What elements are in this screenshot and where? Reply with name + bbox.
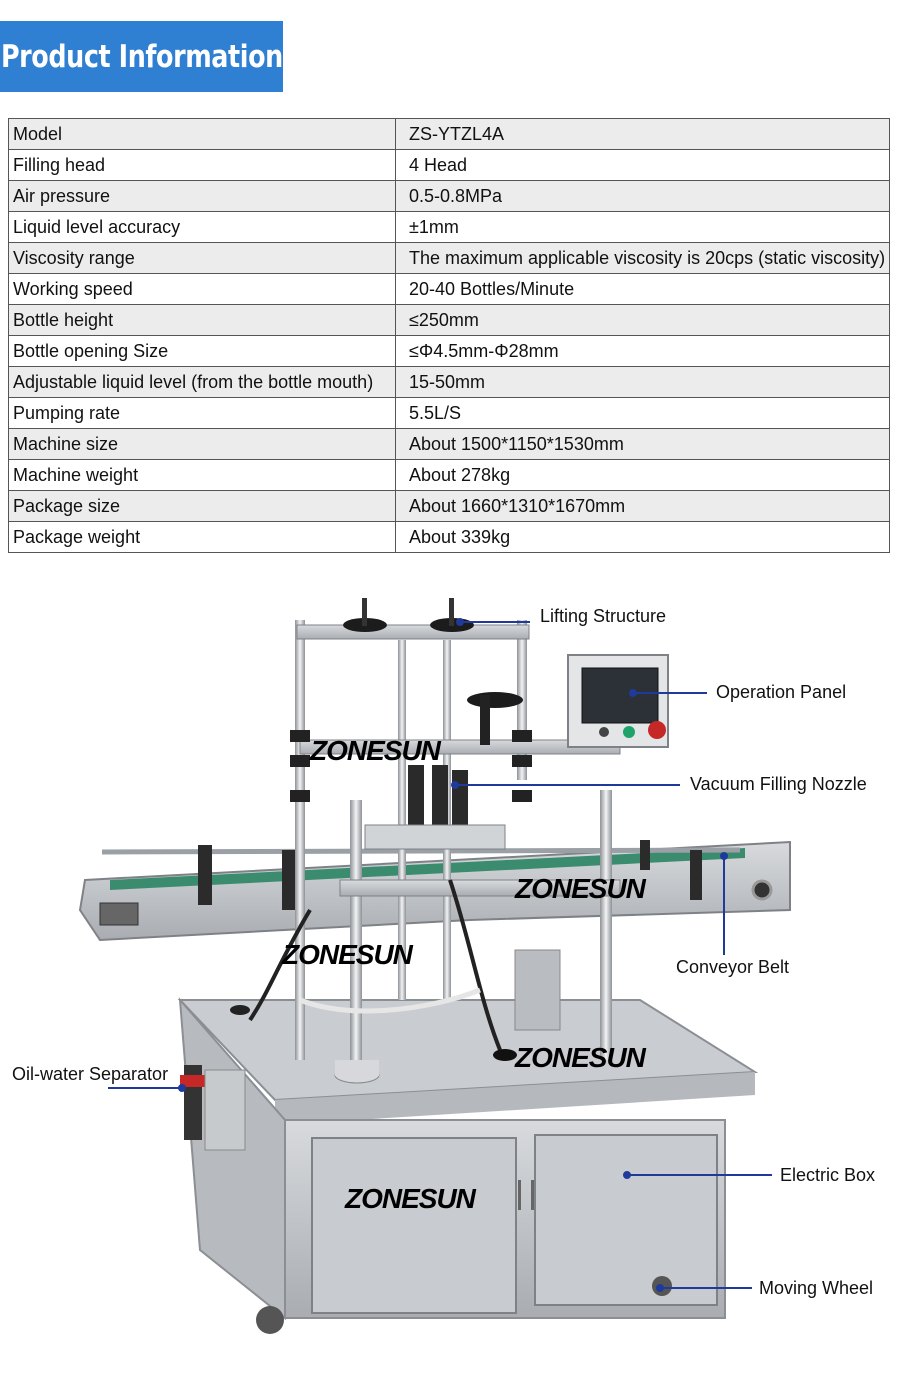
spec-value: ≤250mm: [395, 304, 890, 336]
watermark-1: ZONESUN: [309, 735, 442, 766]
top-plate: [296, 624, 530, 640]
spec-label: Air pressure: [8, 180, 396, 212]
callout-conveyor-belt: Conveyor Belt: [676, 957, 790, 977]
spec-label: Machine weight: [8, 459, 396, 491]
spec-value: About 1660*1310*1670mm: [395, 490, 890, 522]
section-banner: Product Information: [0, 21, 283, 92]
spec-value: 0.5-0.8MPa: [395, 180, 890, 212]
rod-1: [295, 620, 305, 1060]
spec-value: 4 Head: [395, 149, 890, 181]
spec-label: Adjustable liquid level (from the bottle…: [8, 366, 396, 398]
spec-label: Package weight: [8, 521, 396, 553]
panel-screen: [581, 667, 659, 724]
spec-value: ZS-YTZL4A: [395, 118, 890, 150]
callout-pointers: [108, 618, 772, 1292]
spec-value: The maximum applicable viscosity is 20cp…: [395, 242, 890, 274]
spec-value: About 278kg: [395, 459, 890, 491]
nozzle-2: [432, 765, 448, 835]
callout-oil-water-separator: Oil-water Separator: [12, 1064, 169, 1084]
spec-label: Filling head: [8, 149, 396, 181]
callout-moving-wheel: Moving Wheel: [759, 1278, 874, 1298]
spec-value: 20-40 Bottles/Minute: [395, 273, 890, 305]
watermark-5: ZONESUN: [344, 1183, 477, 1214]
watermark-3: ZONESUN: [281, 939, 414, 970]
spec-value: ≤Φ4.5mm-Φ28mm: [395, 335, 890, 367]
spec-row: Liquid level accuracy±1mm: [8, 211, 890, 243]
spec-label: Model: [8, 118, 396, 150]
spec-label: Package size: [8, 490, 396, 522]
wheel-left: [256, 1306, 284, 1334]
spec-label: Bottle height: [8, 304, 396, 336]
spec-label: Pumping rate: [8, 397, 396, 429]
callout-operation-panel: Operation Panel: [716, 682, 847, 702]
spec-value: 5.5L/S: [395, 397, 890, 429]
spec-label: Bottle opening Size: [8, 335, 396, 367]
callout-vacuum-filling-nozzle: Vacuum Filling Nozzle: [690, 774, 867, 794]
spec-value: About 1500*1150*1530mm: [395, 428, 890, 460]
machine-photo: ZONESUN ZONESUN ZONESUN ZONESUN ZONESUN: [78, 598, 791, 1334]
spec-label: Liquid level accuracy: [8, 211, 396, 243]
cabinet-door-right: [534, 1134, 718, 1306]
callout-electric-box: Electric Box: [780, 1165, 876, 1185]
spec-label: Viscosity range: [8, 242, 396, 274]
spec-label: Machine size: [8, 428, 396, 460]
spec-label: Working speed: [8, 273, 396, 305]
nozzle-1: [408, 765, 424, 835]
callout-lifting-structure: Lifting Structure: [540, 606, 667, 626]
spec-value: 15-50mm: [395, 366, 890, 398]
conveyor-belt: [110, 848, 745, 890]
spec-row: Bottle opening Size≤Φ4.5mm-Φ28mm: [8, 335, 890, 367]
section-title: Product Information: [0, 38, 283, 75]
cabinet-door-left: [311, 1137, 517, 1314]
spec-value: ±1mm: [395, 211, 890, 243]
spec-value: About 339kg: [395, 521, 890, 553]
watermark-2: ZONESUN: [514, 873, 647, 904]
spec-row: Bottle height≤250mm: [8, 304, 890, 336]
watermark-4: ZONESUN: [514, 1042, 647, 1073]
spec-row: Adjustable liquid level (from the bottle…: [8, 366, 890, 398]
